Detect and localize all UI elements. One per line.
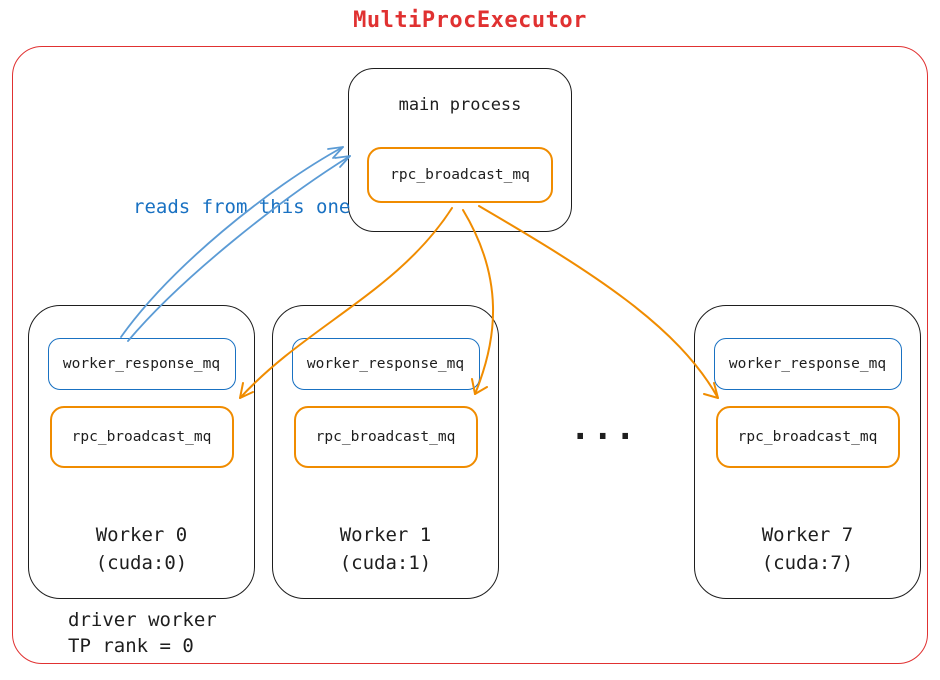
driver-note-line1: driver worker bbox=[68, 609, 217, 631]
worker-1-name: Worker 1 bbox=[339, 524, 432, 546]
worker-0-name: Worker 0 bbox=[95, 524, 188, 546]
main-process-label: main process bbox=[398, 95, 522, 115]
worker-0-device: (cuda:0) bbox=[95, 552, 188, 574]
worker-1-box: worker_response_mq rpc_broadcast_mq Work… bbox=[272, 305, 499, 599]
executor-frame bbox=[12, 46, 928, 664]
worker-7-box: worker_response_mq rpc_broadcast_mq Work… bbox=[694, 305, 921, 599]
workers-ellipsis: ... bbox=[570, 408, 638, 448]
reads-annotation: reads from this one bbox=[133, 196, 351, 218]
worker-1-device: (cuda:1) bbox=[339, 552, 432, 574]
worker-7-response-mq: worker_response_mq bbox=[713, 338, 902, 390]
worker-0-broadcast-mq: rpc_broadcast_mq bbox=[49, 406, 234, 468]
driver-note-line2: TP rank = 0 bbox=[68, 634, 194, 657]
main-rpc-broadcast-mq: rpc_broadcast_mq bbox=[367, 147, 553, 203]
driver-note: driver worker TP rank = 0 bbox=[68, 608, 217, 659]
worker-1-response-mq: worker_response_mq bbox=[291, 338, 480, 390]
main-process-box: main process rpc_broadcast_mq bbox=[348, 68, 572, 232]
worker-7-name: Worker 7 bbox=[761, 524, 854, 546]
worker-7-device: (cuda:7) bbox=[761, 552, 854, 574]
worker-0-response-mq: worker_response_mq bbox=[47, 338, 236, 390]
diagram-title: MultiProcExecutor bbox=[353, 8, 587, 33]
worker-7-broadcast-mq: rpc_broadcast_mq bbox=[715, 406, 900, 468]
worker-0-box: worker_response_mq rpc_broadcast_mq Work… bbox=[28, 305, 255, 599]
worker-1-broadcast-mq: rpc_broadcast_mq bbox=[293, 406, 478, 468]
